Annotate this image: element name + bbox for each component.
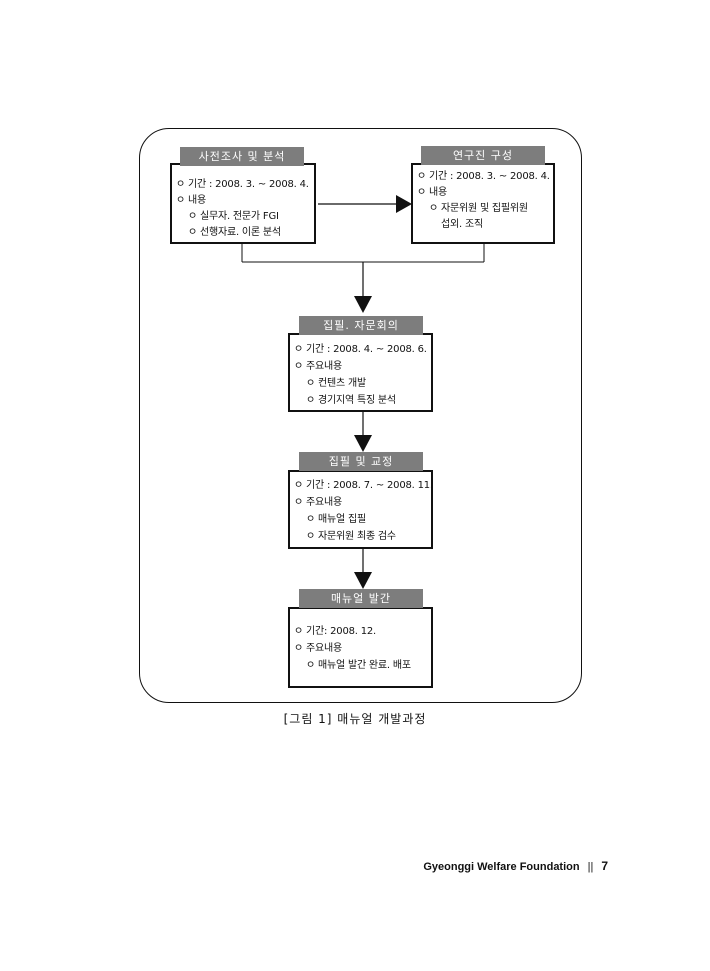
box-publish-line: ㅇ 기간: 2008. 12. [294,626,377,637]
box-research: ㅇ 기간 : 2008. 3. ~ 2008. 4. ㅇ 내용 ㅇ 실무자. 전… [170,163,316,244]
box-team-line: ㅇ 내용 [417,187,447,198]
box-team-body: ㅇ 기간 : 2008. 3. ~ 2008. 4. ㅇ 내용 ㅇ 자문위원 및… [417,169,550,233]
box-team-line: 섭외. 조직 [441,219,483,230]
box-team: ㅇ 기간 : 2008. 3. ~ 2008. 4. ㅇ 내용 ㅇ 자문위원 및… [411,163,555,244]
arrowhead-writing [354,296,372,313]
box-research-body: ㅇ 기간 : 2008. 3. ~ 2008. 4. ㅇ 내용 ㅇ 실무자. 전… [176,177,309,241]
page-footer: Gyeonggi Welfare Foundation || 7 [423,859,608,873]
box-team-title: 연구진 구성 [421,146,545,165]
box-writing-line: ㅇ 컨텐츠 개발 [306,378,366,389]
diagram-frame [139,128,582,703]
box-publish: ㅇ 기간: 2008. 12. ㅇ 주요내용 ㅇ 매뉴얼 발간 완료. 배포 [288,607,433,688]
box-team-line: ㅇ 기간 : 2008. 3. ~ 2008. 4. [417,171,550,182]
box-writing-line: ㅇ 경기지역 특징 분석 [306,395,396,406]
box-writing: ㅇ 기간 : 2008. 4. ~ 2008. 6. ㅇ 주요내용 ㅇ 컨텐츠 … [288,333,433,412]
box-research-title: 사전조사 및 분석 [180,147,304,166]
box-publish-line: ㅇ 주요내용 [294,643,342,654]
footer-separator: || [587,861,594,873]
box-research-line: ㅇ 실무자. 전문가 FGI [188,211,279,222]
box-editing-line: ㅇ 기간 : 2008. 7. ~ 2008. 11. [294,480,433,491]
box-editing-line: ㅇ 주요내용 [294,497,342,508]
box-research-line: ㅇ 기간 : 2008. 3. ~ 2008. 4. [176,179,309,190]
arrowhead-editing [354,435,372,452]
box-editing-line: ㅇ 자문위원 최종 검수 [306,531,396,542]
box-publish-body: ㅇ 기간: 2008. 12. ㅇ 주요내용 ㅇ 매뉴얼 발간 완료. 배포 [294,623,411,674]
box-writing-title: 집필. 자문회의 [299,316,423,335]
box-research-line: ㅇ 내용 [176,195,206,206]
arrowhead-team [396,195,412,213]
box-writing-line: ㅇ 주요내용 [294,361,342,372]
box-writing-body: ㅇ 기간 : 2008. 4. ~ 2008. 6. ㅇ 주요내용 ㅇ 컨텐츠 … [294,341,427,409]
figure-caption: [그림 1] 매뉴얼 개발과정 [283,712,427,726]
box-editing-line: ㅇ 매뉴얼 집필 [306,514,366,525]
box-editing-body: ㅇ 기간 : 2008. 7. ~ 2008. 11. ㅇ 주요내용 ㅇ 매뉴얼… [294,477,433,545]
box-editing-title: 집필 및 교정 [299,452,423,471]
box-team-line: ㅇ 자문위원 및 집필위원 [429,203,528,214]
box-publish-title: 매뉴얼 발간 [299,589,423,608]
box-publish-line: ㅇ 매뉴얼 발간 완료. 배포 [306,660,411,671]
box-writing-line: ㅇ 기간 : 2008. 4. ~ 2008. 6. [294,344,427,355]
footer-org: Gyeonggi Welfare Foundation [423,861,580,873]
page-number: 7 [601,859,608,873]
box-editing: ㅇ 기간 : 2008. 7. ~ 2008. 11. ㅇ 주요내용 ㅇ 매뉴얼… [288,470,433,549]
box-research-line: ㅇ 선행자료. 이론 분석 [188,227,281,238]
arrowhead-publish [354,572,372,589]
